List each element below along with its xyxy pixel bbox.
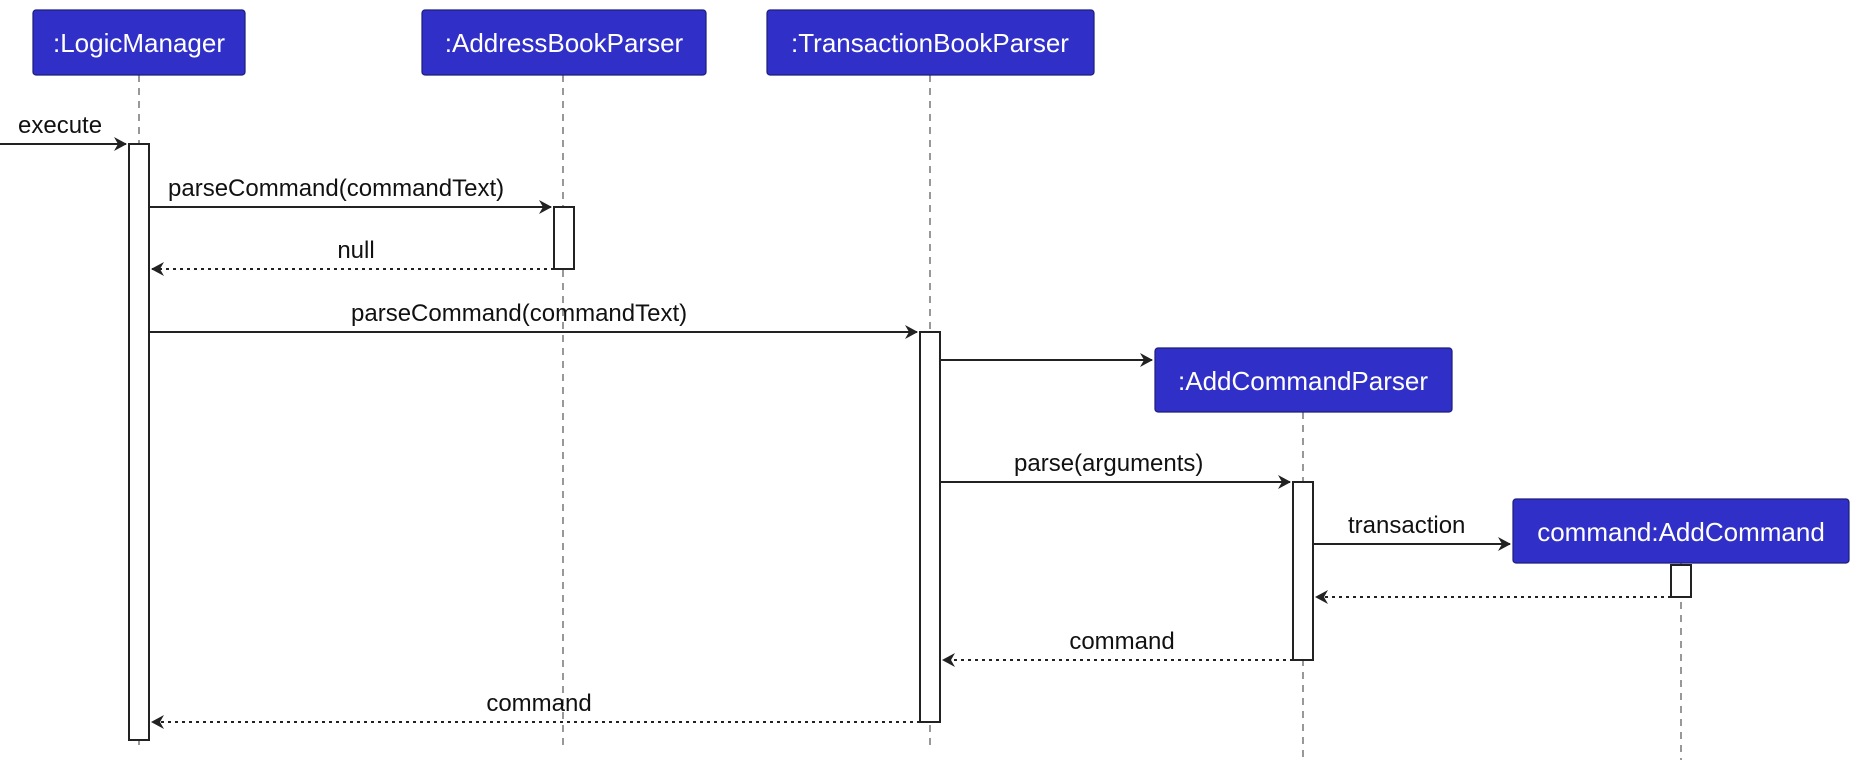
message-transaction: transaction bbox=[1313, 512, 1511, 551]
participant-label: command:AddCommand bbox=[1537, 517, 1825, 547]
message-label: null bbox=[337, 237, 374, 264]
participant-add-command: command:AddCommand bbox=[1512, 498, 1850, 564]
participant-label: :TransactionBookParser bbox=[791, 28, 1069, 58]
activation-address-book-parser bbox=[553, 206, 575, 270]
activation-transaction-book-parser bbox=[919, 331, 941, 723]
participant-transaction-book-parser: :TransactionBookParser bbox=[766, 9, 1095, 76]
message-parse-command-address: parseCommand(commandText) bbox=[149, 175, 552, 214]
message-label: command bbox=[1069, 628, 1174, 655]
message-execute: execute bbox=[0, 112, 127, 151]
activation-logic-manager bbox=[128, 143, 150, 741]
activation-add-command bbox=[1670, 564, 1692, 598]
activation-add-command-parser bbox=[1292, 481, 1314, 661]
message-label: command bbox=[486, 690, 591, 717]
message-label: transaction bbox=[1348, 512, 1465, 539]
participant-address-book-parser: :AddressBookParser bbox=[421, 9, 707, 76]
participant-label: :AddCommandParser bbox=[1178, 366, 1428, 396]
participant-logic-manager: :LogicManager bbox=[32, 9, 246, 76]
message-label: parseCommand(commandText) bbox=[168, 175, 504, 202]
message-label: execute bbox=[18, 112, 102, 139]
message-parse-command-transaction: parseCommand(commandText) bbox=[149, 300, 918, 339]
message-label: parseCommand(commandText) bbox=[351, 300, 687, 327]
message-command-reply-to-logic-manager: command bbox=[151, 690, 920, 729]
message-command-reply-to-transaction-parser: command bbox=[942, 628, 1293, 667]
participant-label: :AddressBookParser bbox=[445, 28, 684, 58]
message-label: parse(arguments) bbox=[1014, 450, 1203, 477]
message-parse-arguments: parse(arguments) bbox=[940, 450, 1291, 489]
participant-add-command-parser: :AddCommandParser bbox=[1154, 347, 1453, 413]
message-null-reply: null bbox=[151, 237, 554, 276]
participant-label: :LogicManager bbox=[53, 28, 225, 58]
